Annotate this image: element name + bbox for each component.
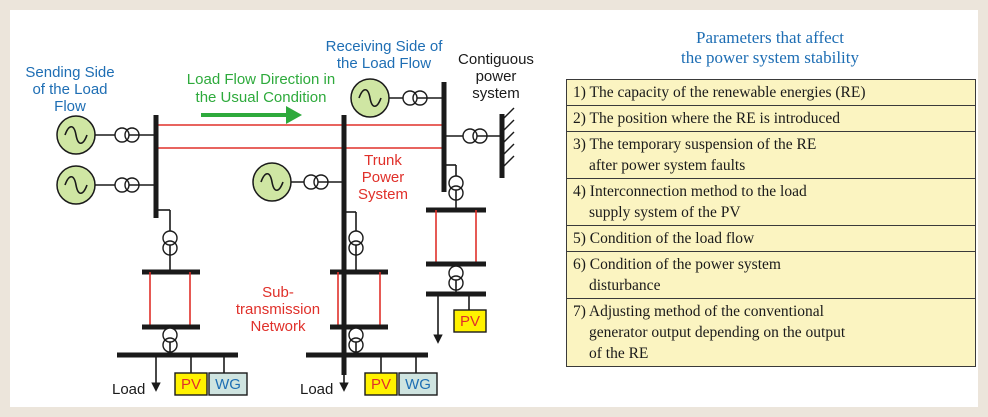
svg-text:PV: PV [181, 376, 201, 393]
parameter-text: supply system of the PV [589, 204, 741, 221]
parameter-item: 2) The position where the RE is introduc… [567, 105, 975, 131]
generator-icon [56, 115, 96, 155]
parameter-text: 5) Condition of the load flow [573, 230, 755, 247]
svg-text:WG: WG [405, 376, 431, 393]
transformer-icon [114, 177, 140, 193]
svg-text:WG: WG [215, 376, 241, 393]
load-label: Load [300, 381, 333, 398]
parameter-item: 1) The capacity of the renewable energie… [567, 80, 975, 105]
transformer-icon [162, 327, 178, 353]
transformer-icon [162, 230, 178, 256]
ground-hatch [501, 143, 515, 157]
parameter-text: 1) The capacity of the renewable energie… [573, 84, 866, 101]
transformer-icon [114, 127, 140, 143]
ground-hatch [501, 131, 515, 145]
parameter-item: 5) Condition of the load flow [567, 225, 975, 251]
parameters-title-line: the power system stability [680, 48, 859, 67]
parameter-text: 3) The temporary suspension of the RE [573, 136, 817, 153]
parameter-text: disturbance [589, 277, 661, 294]
parameter-text: of the RE [589, 345, 649, 362]
transformer-icon [348, 327, 364, 353]
transformer-icon [448, 175, 464, 201]
svg-text:PV: PV [371, 376, 391, 393]
wg-box: WG [208, 372, 248, 396]
wg-box: WG [398, 372, 438, 396]
ground-hatch [501, 107, 515, 121]
parameter-item: 4) Interconnection method to the load sup… [567, 178, 975, 225]
parameter-text: generator output depending on the output [589, 324, 846, 341]
transformer-icon [402, 90, 428, 106]
parameter-text: 6) Condition of the power system [573, 256, 781, 273]
ground-hatch [501, 155, 515, 169]
parameter-item: 3) The temporary suspension of the RE aft… [567, 131, 975, 178]
parameter-item: 7) Adjusting method of the conventional g… [567, 298, 975, 366]
svg-text:PV: PV [460, 313, 480, 330]
load-label: Load [112, 381, 145, 398]
parameter-text: after power system faults [589, 157, 746, 174]
generator-icon [56, 165, 96, 205]
generator-icon [350, 78, 390, 118]
pv-box: PV [364, 372, 398, 396]
parameter-text: 4) Interconnection method to the load [573, 183, 807, 200]
generator-icon [252, 162, 292, 202]
transformer-icon [303, 174, 329, 190]
transformer-icon [462, 128, 488, 144]
pv-box: PV [174, 372, 208, 396]
parameter-item: 6) Condition of the power system disturba… [567, 251, 975, 298]
parameters-list: 1) The capacity of the renewable energie… [566, 79, 976, 367]
transformer-icon [348, 230, 364, 256]
parameter-text: 2) The position where the RE is introduc… [573, 110, 841, 127]
transformer-icon [448, 265, 464, 291]
parameters-title-line: Parameters that affect [696, 28, 844, 47]
pv-box: PV [453, 309, 487, 333]
parameter-text: 7) Adjusting method of the conventional [573, 303, 824, 320]
ground-hatch [501, 119, 515, 133]
load-flow-arrowhead [286, 106, 302, 124]
